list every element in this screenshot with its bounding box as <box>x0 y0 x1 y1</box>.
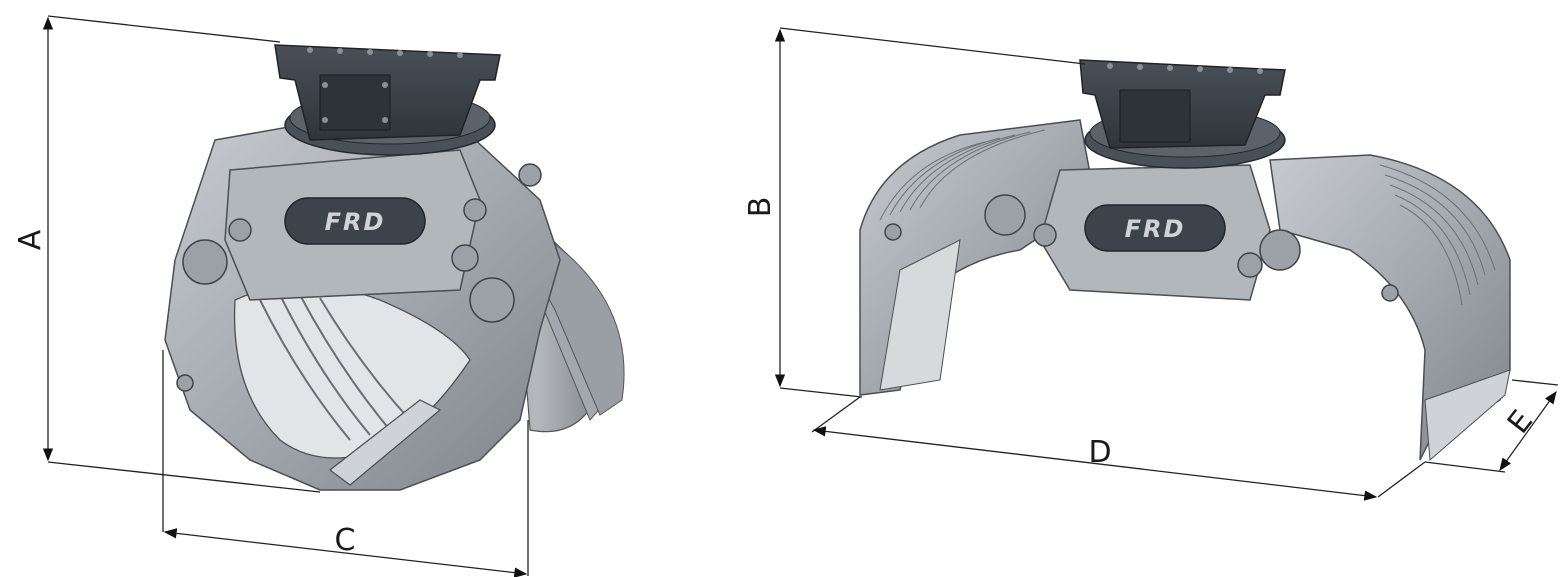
dimension-d-line <box>812 426 1378 501</box>
pivot-pins-open <box>884 194 1399 302</box>
dimension-e-line <box>1499 390 1557 472</box>
dimension-b-label: B <box>743 197 778 218</box>
brand-logo-open: FRD <box>1125 215 1186 243</box>
brand-logo: FRD <box>325 208 386 236</box>
dimension-c-label: C <box>335 523 356 558</box>
dimension-d-label: D <box>1088 435 1111 470</box>
dimension-lines-left <box>42 15 529 577</box>
logo-plate-open <box>1084 204 1226 252</box>
dimension-e-label: E <box>1501 404 1540 440</box>
logo-plate <box>284 197 426 245</box>
grapple-open: FRD <box>859 59 1511 462</box>
tine-tip-plate <box>329 399 442 486</box>
pivot-pins <box>176 163 542 392</box>
dimension-a-label: A <box>13 229 48 250</box>
dimension-c-line <box>163 528 528 577</box>
grapple-closed: FRD <box>164 44 625 491</box>
inner-tines <box>259 294 411 441</box>
dimension-lines-right <box>774 27 1559 501</box>
